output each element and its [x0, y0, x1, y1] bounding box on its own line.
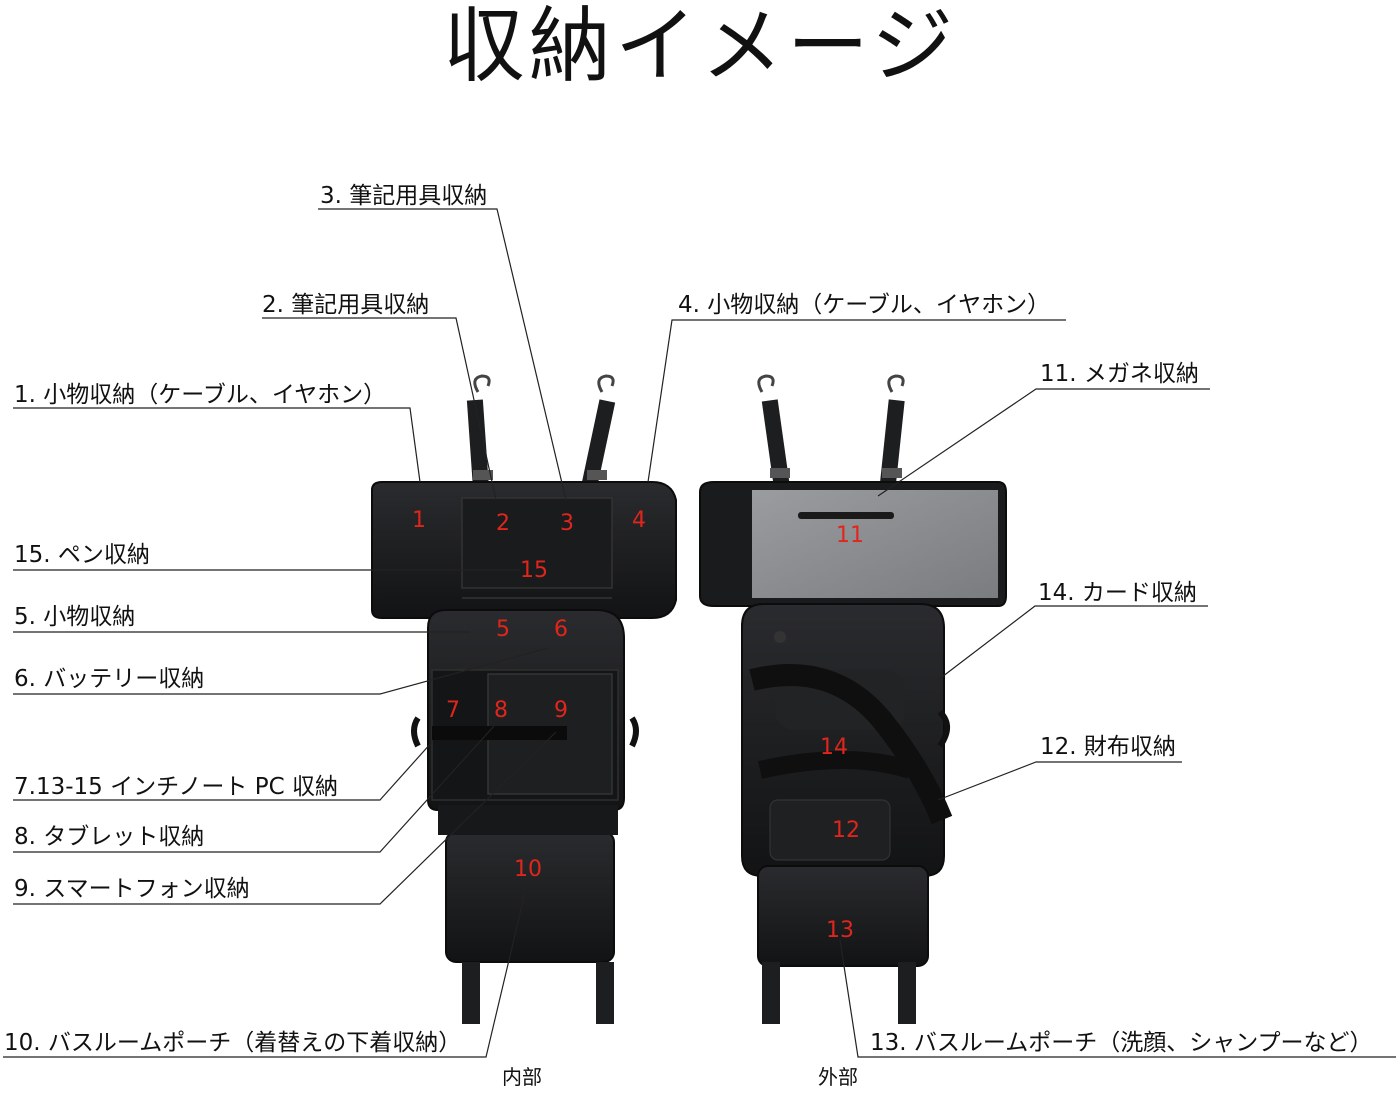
- callout-5: 5. 小物収納: [14, 604, 135, 630]
- callout-14: 14. カード収納: [1038, 580, 1197, 606]
- bag-outer: [699, 374, 1007, 1024]
- caption-inner: 内部: [502, 1065, 542, 1089]
- bottom-pouch-outer: [757, 865, 929, 967]
- callout-9: 9. スマートフォン収納: [14, 876, 250, 902]
- callout-2: 2. 筆記用具収納: [262, 292, 429, 318]
- marker-15: 15: [520, 558, 548, 583]
- marker-12: 12: [832, 818, 860, 843]
- marker-1: 1: [412, 508, 426, 533]
- callout-15: 15. ペン収納: [14, 542, 150, 568]
- callout-8: 8. タブレット収納: [14, 824, 204, 850]
- marker-8: 8: [494, 698, 508, 723]
- bottom-pouch-inner: [445, 831, 615, 963]
- callout-10: 10. バスルームポーチ（着替えの下着収納）: [4, 1030, 461, 1056]
- marker-6: 6: [554, 617, 568, 642]
- caption-outer: 外部: [818, 1065, 858, 1089]
- page-title: 収納イメージ: [442, 0, 958, 94]
- hook-straps-outer: [757, 374, 905, 487]
- callout-4: 4. 小物収納（ケーブル、イヤホン）: [678, 292, 1050, 318]
- glasses-pocket-panel: [752, 490, 998, 598]
- marker-13: 13: [826, 918, 854, 943]
- bag-inner: [371, 374, 677, 1024]
- callout-6: 6. バッテリー収納: [14, 666, 204, 692]
- callout-7: 7.13-15 インチノート PC 収納: [14, 774, 338, 800]
- marker-10: 10: [514, 857, 542, 882]
- marker-7: 7: [446, 698, 460, 723]
- callout-1: 1. 小物収納（ケーブル、イヤホン）: [14, 382, 386, 408]
- marker-11: 11: [836, 523, 864, 548]
- leader-lines: [3, 208, 1396, 1058]
- marker-2: 2: [496, 511, 510, 536]
- callout-11: 11. メガネ収納: [1040, 361, 1199, 387]
- callout-13: 13. バスルームポーチ（洗顔、シャンプーなど）: [870, 1030, 1373, 1056]
- marker-14: 14: [820, 735, 848, 760]
- number-markers: 1 2 3 4 15 5 6 7 8 9 10 11 14 12 13: [412, 508, 864, 943]
- marker-3: 3: [560, 511, 574, 536]
- callout-12: 12. 財布収納: [1040, 734, 1176, 760]
- marker-4: 4: [632, 508, 646, 533]
- callout-labels: 3. 筆記用具収納 2. 筆記用具収納 4. 小物収納（ケーブル、イヤホン） 1…: [4, 183, 1373, 1056]
- callout-3: 3. 筆記用具収納: [320, 183, 487, 209]
- marker-9: 9: [554, 698, 568, 723]
- marker-5: 5: [496, 617, 510, 642]
- hook-straps-inner: [466, 374, 616, 491]
